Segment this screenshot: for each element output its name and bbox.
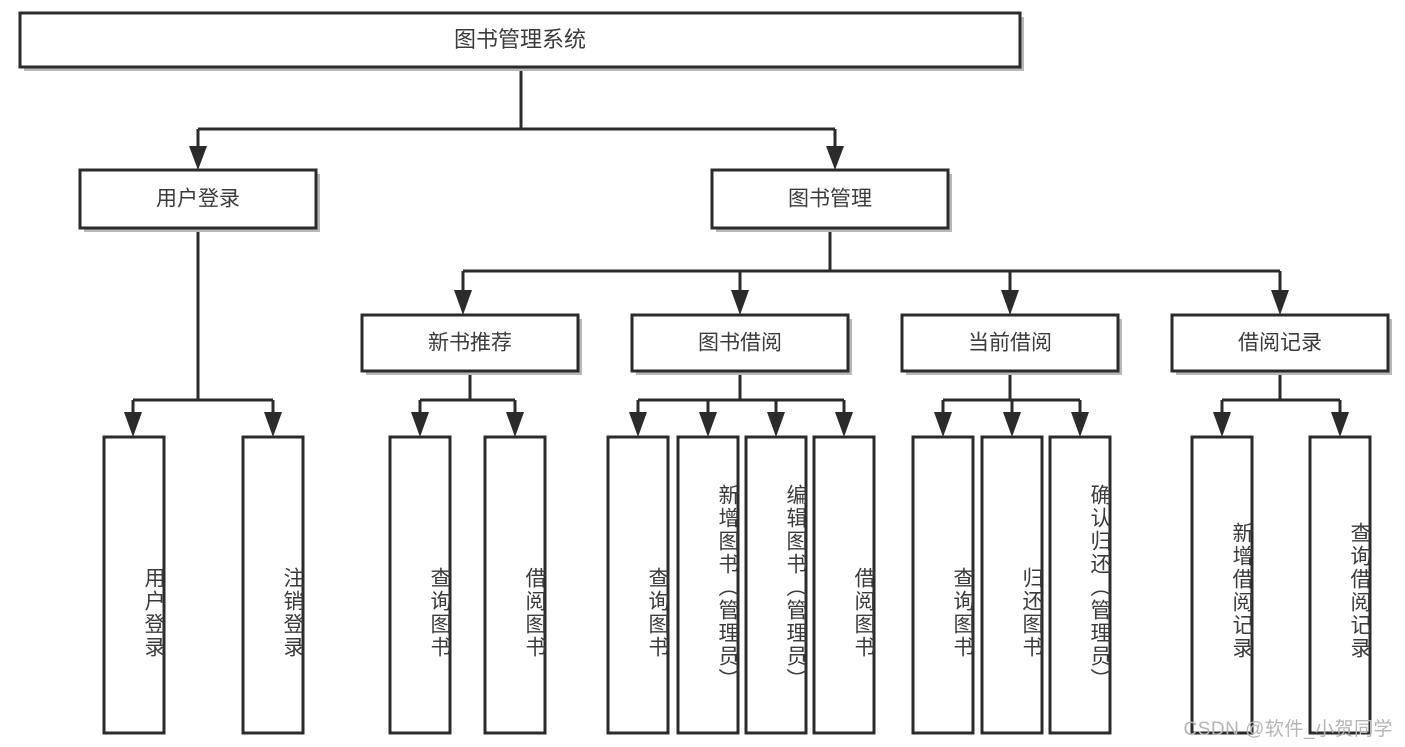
leaf-boxes-layer <box>102 435 1372 735</box>
leaf-query-book-3-box[interactable] <box>911 435 975 735</box>
arrow-to-leaf-query-book-2 <box>629 412 647 437</box>
leaf-borrow-book-1-box[interactable] <box>483 435 547 735</box>
leaf-confirm-return-box[interactable] <box>1048 435 1112 735</box>
edge-borrowrecord-to-leaves <box>1220 375 1342 418</box>
arrow-to-leaf-logout <box>264 412 282 437</box>
current-borrow-label: 当前借阅 <box>968 332 1052 355</box>
arrow-to-leaf-user-login <box>124 412 142 437</box>
leaf-query-book-1-box[interactable] <box>388 435 452 735</box>
new-book-rec-box <box>360 313 580 373</box>
arrow-to-book-manage <box>826 146 844 170</box>
node-book-borrow[interactable]: 图书借阅 <box>630 313 852 375</box>
arrow-to-borrow-record <box>1271 290 1289 315</box>
leaf-borrow-book-2-box[interactable] <box>812 435 876 735</box>
root-label: 图书管理系统 <box>454 27 586 52</box>
leaf-return-book-box[interactable] <box>980 435 1044 735</box>
leaf-add-book-box[interactable] <box>676 435 740 735</box>
arrow-to-leaf-query-record <box>1331 412 1349 437</box>
connectors-layer <box>124 67 1349 437</box>
edge-bookborrow-to-leaves <box>636 375 846 418</box>
node-user-login[interactable]: 用户登录 <box>78 168 320 232</box>
book-borrow-label: 图书借阅 <box>698 332 782 355</box>
user-login-label: 用户登录 <box>156 188 240 211</box>
leaf-user-login-box[interactable] <box>102 435 166 735</box>
user-login-box <box>78 168 318 230</box>
node-root[interactable]: 图书管理系统 <box>18 11 1024 71</box>
arrow-to-new-book-rec <box>454 290 472 315</box>
arrow-to-leaf-query-book-3 <box>934 412 952 437</box>
leaf-logout-box[interactable] <box>241 435 305 735</box>
node-new-book-rec[interactable]: 新书推荐 <box>360 313 582 375</box>
borrow-record-box <box>1170 313 1390 373</box>
node-current-borrow[interactable]: 当前借阅 <box>900 313 1122 375</box>
arrow-to-current-borrow <box>1001 290 1019 315</box>
arrow-to-leaf-add-book <box>699 412 717 437</box>
arrow-to-leaf-add-record <box>1213 412 1231 437</box>
edge-userlogin-to-leaves <box>131 232 275 418</box>
leaf-query-record-box[interactable] <box>1308 435 1372 735</box>
new-book-rec-label: 新书推荐 <box>428 332 512 355</box>
leaf-query-book-2-box[interactable] <box>606 435 670 735</box>
node-borrow-record[interactable]: 借阅记录 <box>1170 313 1392 375</box>
book-manage-label: 图书管理 <box>788 188 872 211</box>
book-manage-box <box>710 168 950 230</box>
edge-newbookrec-to-leaves <box>418 375 517 418</box>
book-borrow-box <box>630 313 850 373</box>
borrow-record-label: 借阅记录 <box>1238 332 1322 355</box>
arrow-to-leaf-borrow-book-2 <box>835 412 853 437</box>
leaf-add-record-box[interactable] <box>1190 435 1254 735</box>
arrow-to-book-borrow <box>731 290 749 315</box>
arrow-to-leaf-edit-book <box>767 412 785 437</box>
csdn-watermark: CSDN @软件_小贺同学 <box>1183 719 1393 740</box>
edge-currentborrow-to-leaves <box>941 375 1082 418</box>
arrow-to-leaf-confirm-return <box>1071 412 1089 437</box>
leaf-edit-book-box[interactable] <box>744 435 808 735</box>
edge-root-to-level1 <box>196 67 837 152</box>
arrow-to-user-login <box>189 146 207 170</box>
arrow-to-leaf-return-book <box>1003 412 1021 437</box>
edge-bookmanage-to-level2 <box>461 232 1282 296</box>
arrow-to-leaf-borrow-book-1 <box>506 412 524 437</box>
arrow-to-leaf-query-book-1 <box>411 412 429 437</box>
root-box <box>18 11 1022 69</box>
current-borrow-box <box>900 313 1120 373</box>
node-book-manage[interactable]: 图书管理 <box>710 168 952 232</box>
